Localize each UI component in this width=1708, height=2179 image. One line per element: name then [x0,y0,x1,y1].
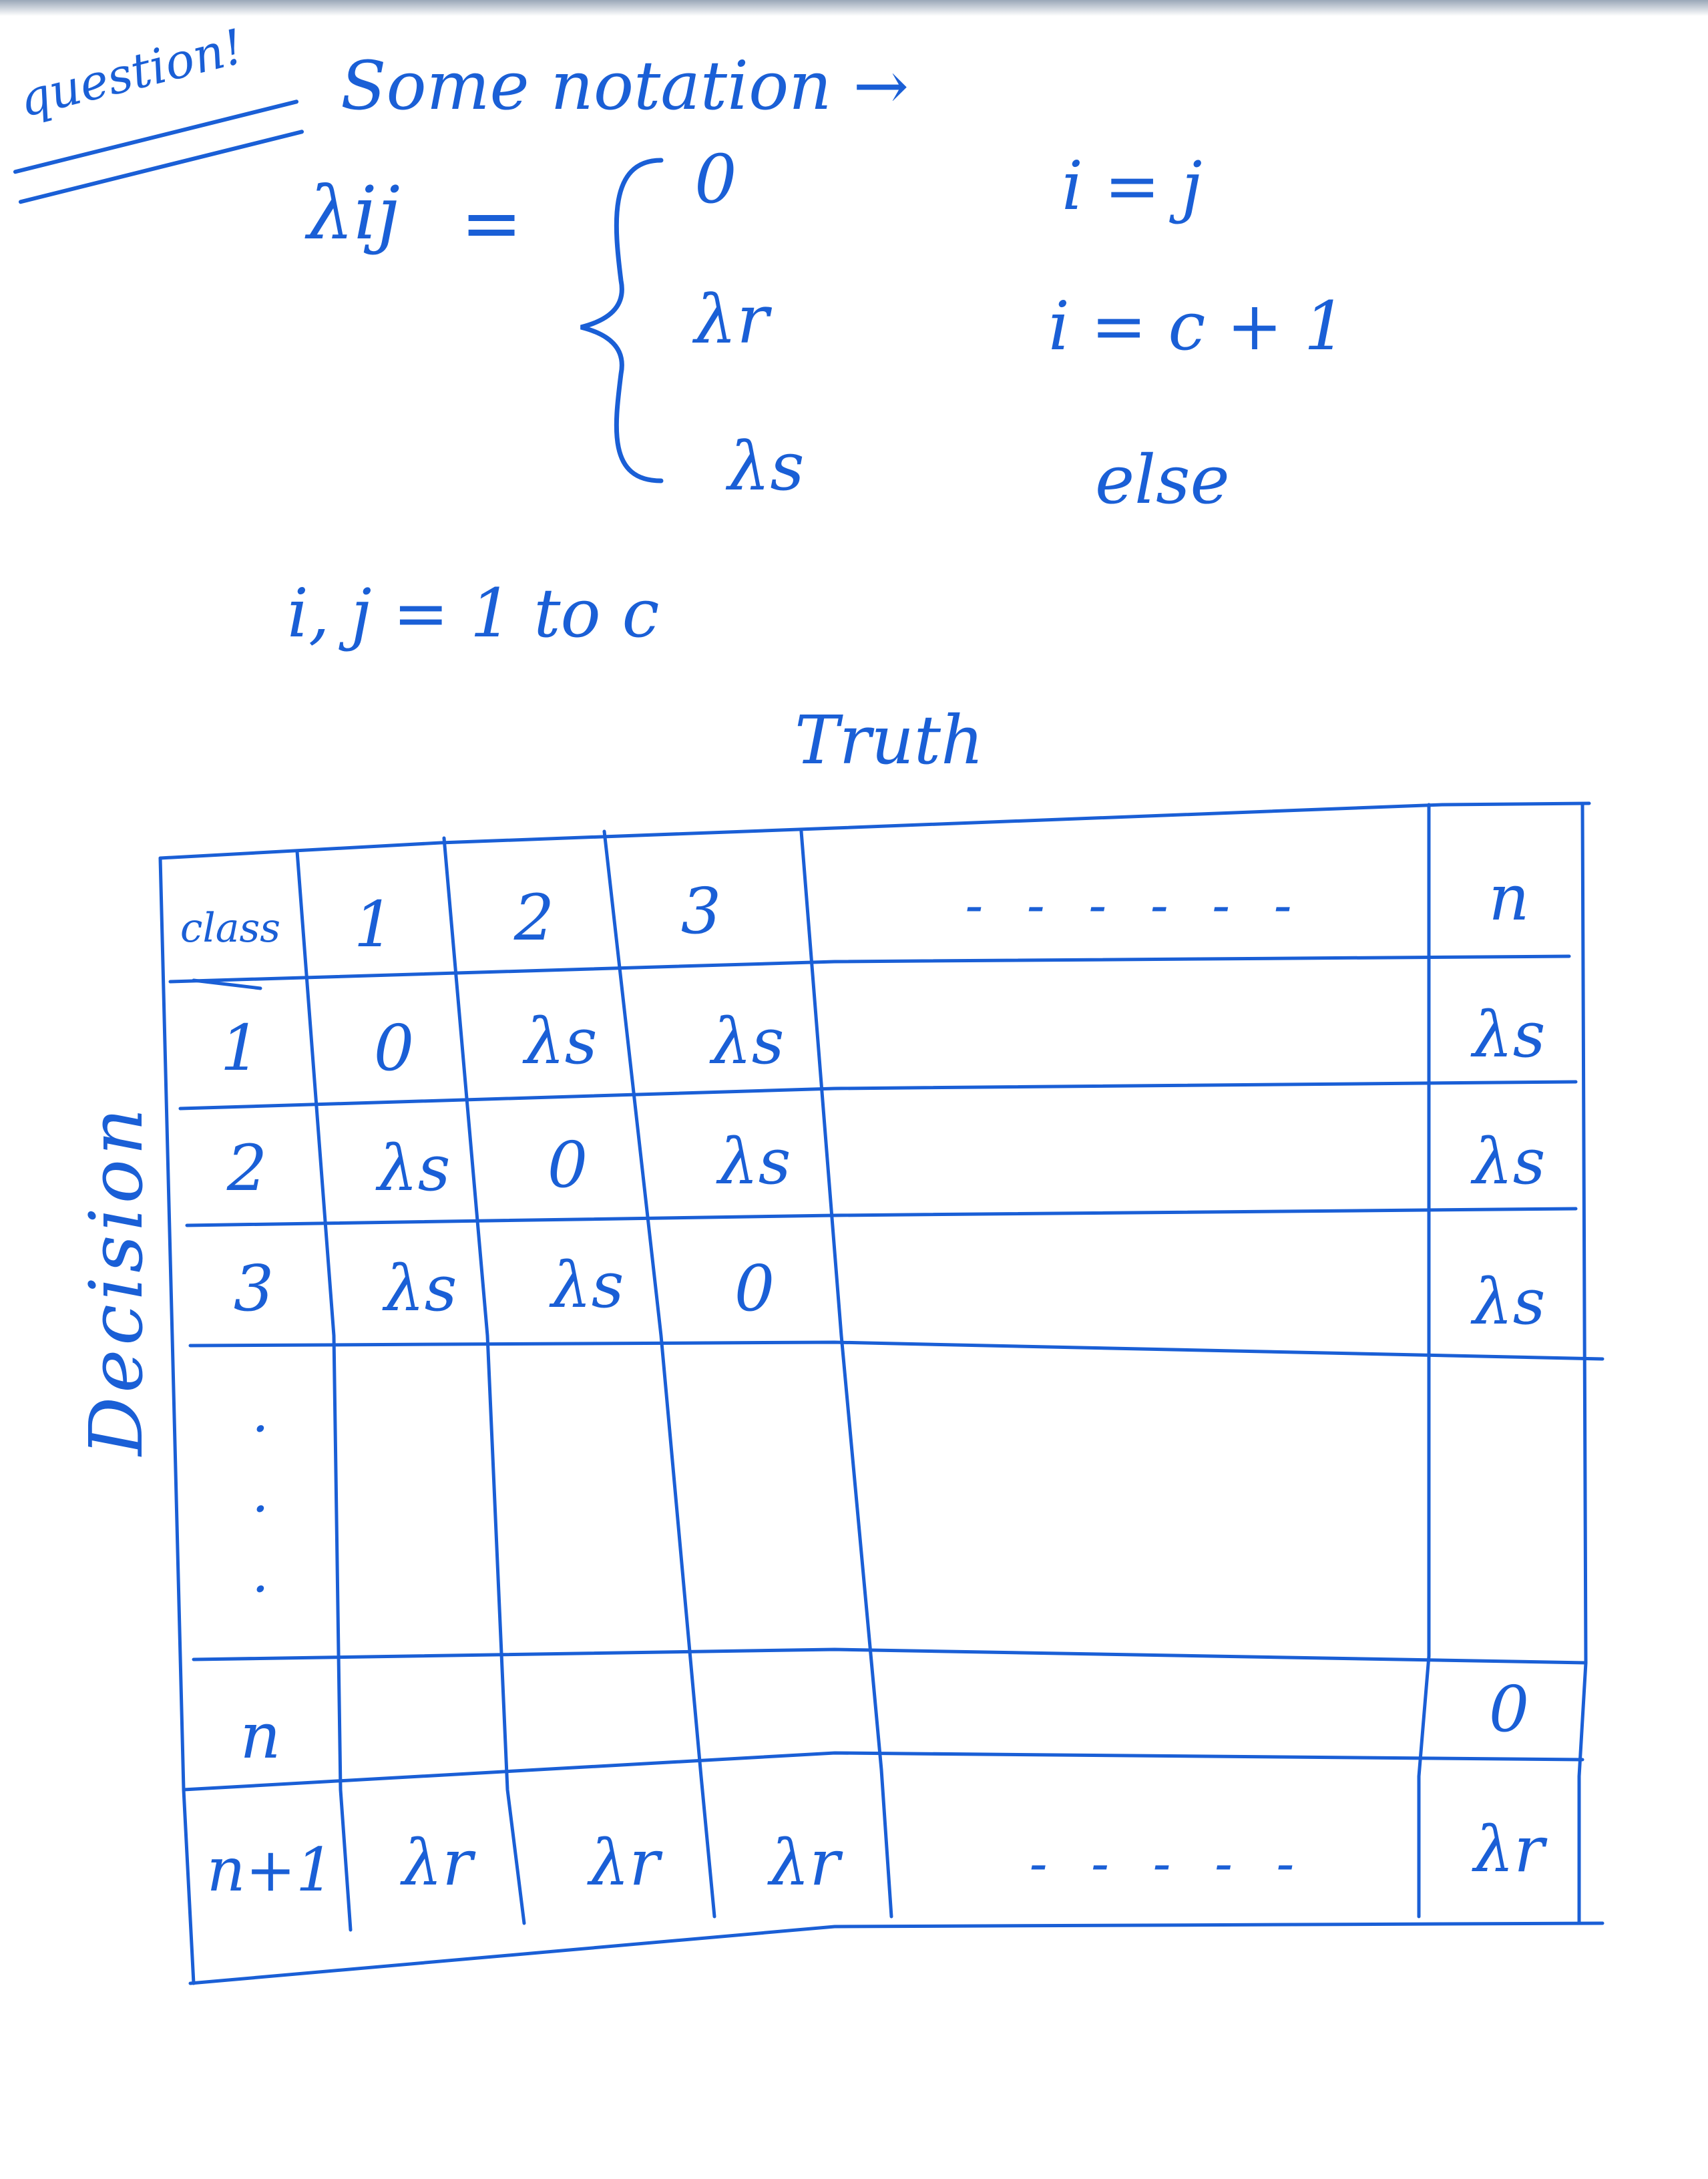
case-1-value: 0 [694,140,737,218]
cell-n1-2: λr [589,1826,660,1900]
cell-n1-1: λr [402,1826,473,1900]
row-label-n-plus-1: n+1 [206,1834,335,1905]
row-label-ellipsis: · · · [252,1398,269,1620]
row-label-n: n [240,1700,281,1773]
scan-edge-strip [0,0,1708,16]
cell-3-2: λs [551,1249,624,1322]
case-1-condition: i = j [1062,147,1203,225]
curly-brace [580,158,664,483]
cell-1-n: λs [1472,998,1546,1072]
column-header-ellipsis: - - - - - - [965,873,1305,936]
notation-intro: Some notation → [341,47,909,125]
cell-n1-3: λr [769,1826,840,1900]
row-label-1: 1 [220,1012,261,1085]
column-header-n: n [1488,861,1530,935]
case-2-condition: i = c + 1 [1048,287,1347,365]
case-3-value: λs [728,427,805,506]
cell-3-3: 0 [734,1252,775,1326]
cell-n1-n: λr [1474,1813,1544,1887]
cell-2-3: λs [718,1125,791,1199]
row-label-3: 3 [233,1252,274,1326]
cell-3-n: λs [1472,1265,1546,1339]
column-header-2: 2 [513,881,555,955]
cell-1-2: λs [524,1005,598,1078]
truth-axis-label: Truth [795,701,984,779]
lambda-ij-lhs: λij [307,170,401,256]
cell-2-n: λs [1472,1125,1546,1199]
definition-equals: = [461,180,523,266]
cell-n1-ellipsis: - - - - - [1029,1832,1308,1895]
cell-2-2: 0 [547,1129,588,1202]
index-range: i, j = 1 to c [287,574,660,652]
cell-2-1: λs [377,1132,451,1205]
cell-1-1: 0 [373,1012,415,1085]
cell-3-1: λs [384,1252,457,1326]
corner-class-label: class [180,905,281,952]
case-3-condition: else [1095,441,1230,519]
cell-1-3: λs [711,1005,785,1078]
case-2-value: λr [694,280,769,359]
column-header-3: 3 [680,875,722,948]
column-header-1: 1 [353,888,395,962]
cell-n-n: 0 [1488,1673,1530,1746]
row-label-2: 2 [226,1132,268,1205]
